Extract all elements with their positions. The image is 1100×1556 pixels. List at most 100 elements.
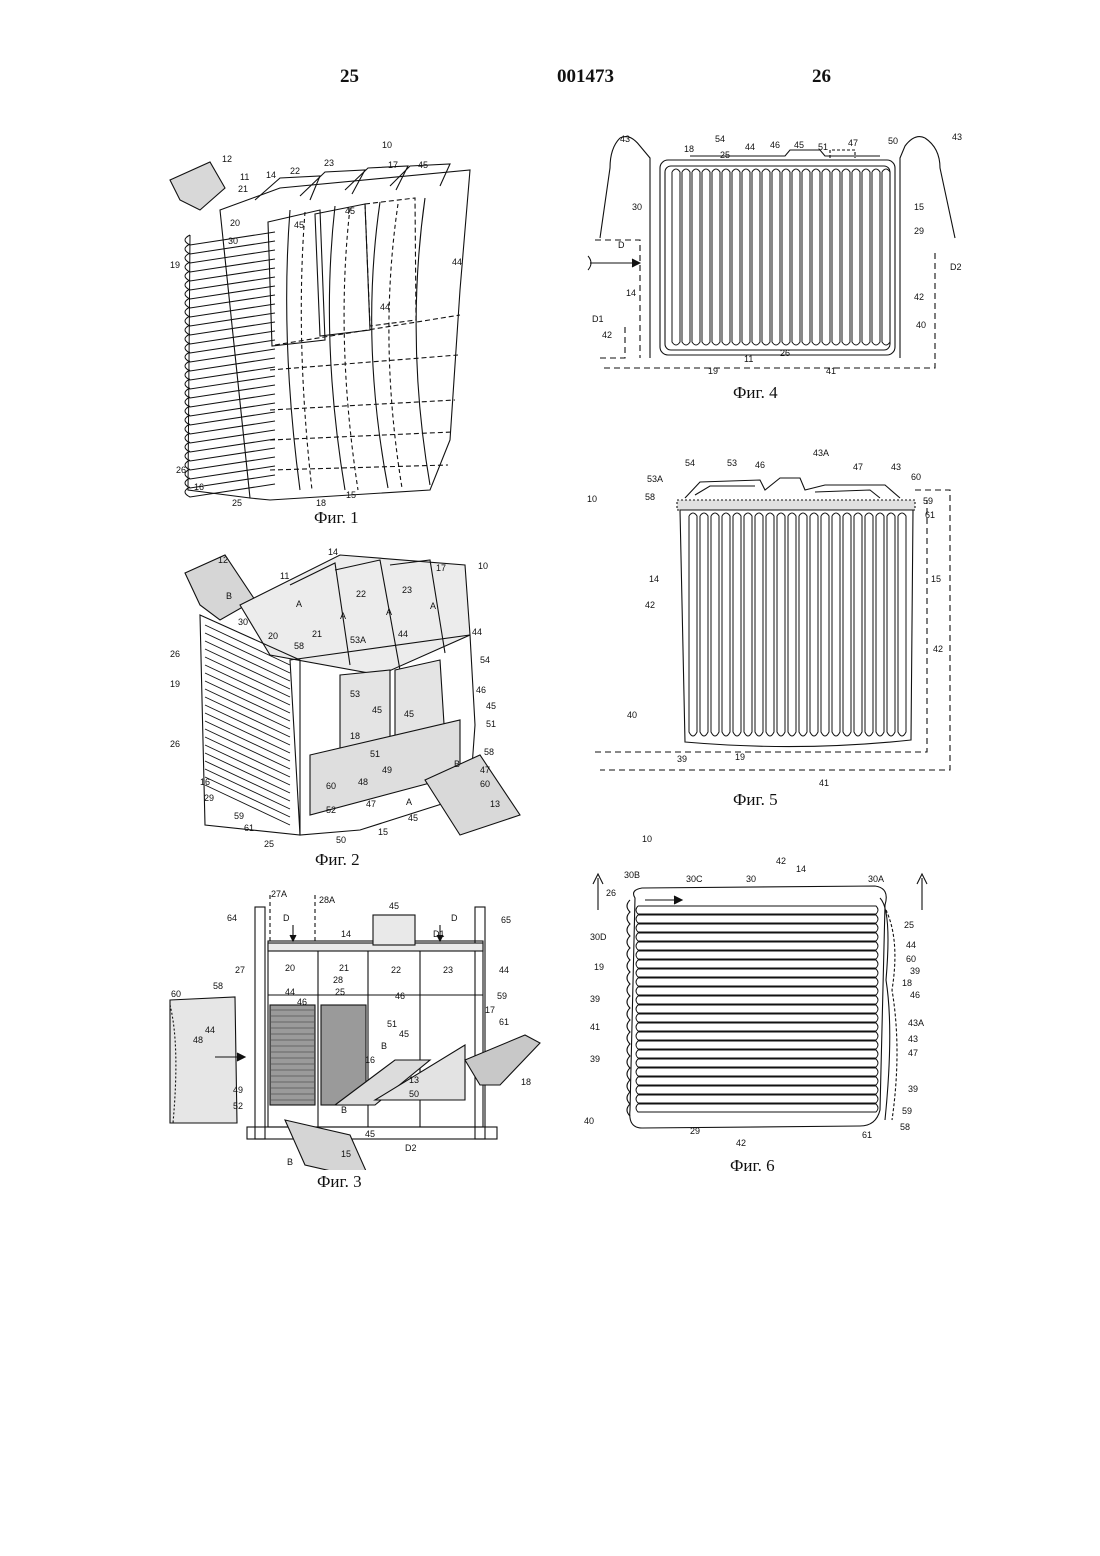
label: 23	[402, 585, 412, 595]
label: 26	[606, 888, 616, 898]
label: 26	[170, 649, 180, 659]
label: 40	[627, 710, 637, 720]
label: 43A	[813, 448, 829, 458]
label: 44	[745, 142, 755, 152]
label: 15	[341, 1149, 351, 1159]
label: 18	[350, 731, 360, 741]
label: 11	[744, 354, 753, 364]
label: B	[341, 1105, 347, 1115]
figure-5-caption: Фиг. 5	[733, 790, 778, 810]
label: 44	[380, 302, 390, 312]
label: 51	[370, 749, 380, 759]
label: 61	[862, 1130, 872, 1140]
label: 15	[346, 490, 356, 500]
label: 25	[904, 920, 914, 930]
label: 44	[452, 257, 462, 267]
label: 65	[501, 915, 511, 925]
label: 13	[490, 799, 500, 809]
label: 15	[378, 827, 388, 837]
label: D2	[950, 262, 962, 272]
label: 47	[908, 1048, 918, 1058]
label: 26	[780, 348, 790, 358]
label: 48	[358, 777, 368, 787]
label: 25	[264, 839, 274, 849]
label: 17	[388, 160, 398, 170]
label: 59	[497, 991, 507, 1001]
label: 58	[484, 747, 494, 757]
label: 40	[584, 1116, 594, 1126]
label: 45	[404, 709, 414, 719]
label: 28A	[319, 895, 335, 905]
label: A	[296, 599, 302, 609]
label: A	[430, 601, 436, 611]
label: 43A	[908, 1018, 924, 1028]
label: 10	[587, 494, 597, 504]
label: 58	[294, 641, 304, 651]
label: 29	[914, 226, 924, 236]
label: B	[454, 759, 460, 769]
label: 22	[391, 965, 401, 975]
label: 13	[409, 1075, 419, 1085]
label: 59	[923, 496, 933, 506]
label: 45	[365, 1129, 375, 1139]
label: 53	[350, 689, 360, 699]
label: 22	[356, 589, 366, 599]
label: 30	[632, 202, 642, 212]
label: 47	[848, 138, 858, 148]
label: 22	[290, 166, 300, 176]
label: 20	[268, 631, 278, 641]
label: 44	[398, 629, 408, 639]
label: 28	[333, 975, 343, 985]
label: 42	[914, 292, 924, 302]
label: 20	[230, 218, 240, 228]
label: 44	[906, 940, 916, 950]
label: 44	[285, 987, 295, 997]
label: 52	[326, 805, 336, 815]
label: 14	[328, 547, 338, 557]
label: 54	[715, 134, 725, 144]
label: 23	[443, 965, 453, 975]
label: 30B	[624, 870, 640, 880]
label: 29	[204, 793, 214, 803]
figure-6-caption: Фиг. 6	[730, 1156, 775, 1176]
label: 58	[645, 492, 655, 502]
label: D	[451, 913, 458, 923]
label: 54	[480, 655, 490, 665]
label: 46	[395, 991, 405, 1001]
label: 20	[285, 963, 295, 973]
label: 30	[746, 874, 756, 884]
label: 53A	[647, 474, 663, 484]
figure-3-drawing: 27A 28A 45 64 D D D1 65 14 27 20 21 22 2…	[165, 885, 545, 1170]
label: 53A	[350, 635, 366, 645]
label: D1	[433, 929, 445, 939]
label: 39	[677, 754, 687, 764]
label: 10	[642, 834, 652, 844]
label: 52	[233, 1101, 243, 1111]
label: 10	[478, 561, 488, 571]
label: 44	[472, 627, 482, 637]
label: 45	[399, 1029, 409, 1039]
figure-4-caption: Фиг. 4	[733, 383, 778, 403]
label: 61	[499, 1017, 509, 1027]
label: 18	[521, 1077, 531, 1087]
label: 45	[389, 901, 399, 911]
figure-6: 10 42 14 30B 30C 30 30A 26 25 30D 44 60 …	[580, 830, 960, 1160]
label: 50	[409, 1089, 419, 1099]
label: 60	[911, 472, 921, 482]
figure-1-drawing: 10 12 11 21 14 22 23 17 45 20 30 19 45 4…	[160, 140, 500, 510]
label: 45	[372, 705, 382, 715]
label: 14	[626, 288, 636, 298]
label: 45	[794, 140, 804, 150]
label: 41	[819, 778, 829, 788]
figure-5: 43A 54 53 46 47 43 53A 60 58 59 61 10 14…	[585, 440, 965, 795]
label: 30C	[686, 874, 703, 884]
label: 21	[238, 184, 248, 194]
label: 48	[193, 1035, 203, 1045]
label: 30	[228, 236, 238, 246]
label: 39	[908, 1084, 918, 1094]
label: 43	[620, 134, 630, 144]
label: B	[226, 591, 232, 601]
figure-2-drawing: 12 14 17 10 11 22 23 B A A A A 20 21 30 …	[160, 545, 530, 850]
label: 47	[480, 765, 490, 775]
label: 26	[170, 739, 180, 749]
